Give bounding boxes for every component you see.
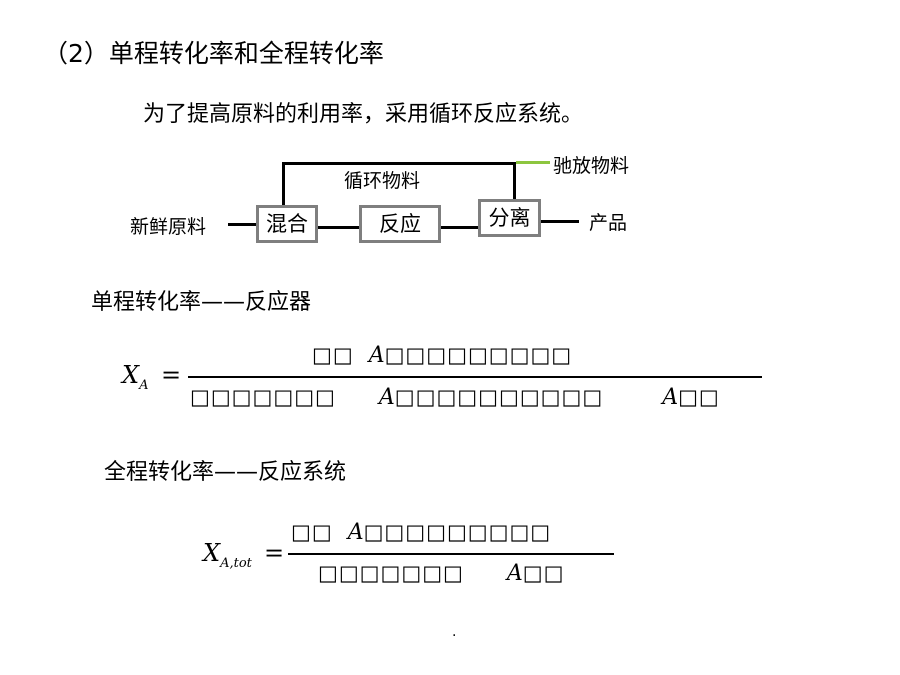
separate-box-label: 分离 (488, 206, 531, 230)
single-pass-label: 单程转化率——反应器 (91, 290, 312, 315)
intro-text: 为了提高原料的利用率，采用循环反应系统。 (143, 102, 584, 127)
feed-label: 新鲜原料 (130, 216, 207, 238)
product-line (541, 220, 579, 223)
den-variable2: A (662, 385, 679, 410)
react-box-label: 反应 (379, 212, 421, 236)
recycle-line-right (513, 162, 516, 200)
overall-fraction-bar (288, 553, 614, 555)
num-prefix: □□ (312, 343, 354, 367)
mix-to-react-line (318, 226, 360, 229)
mix-box-label: 混合 (266, 212, 308, 236)
recycle-label: 循环物料 (344, 170, 421, 192)
lhs-subscript: A (139, 378, 149, 393)
den-part1: □□□□□□□ (190, 385, 336, 409)
single-pass-denominator: □□□□□□□ A□□□□□□□□□□ A□□ (190, 385, 720, 410)
overall-equals: = (264, 539, 285, 567)
lhs-subscript: A,tot (220, 556, 252, 571)
num-prefix: □□ (291, 520, 333, 544)
purge-line (516, 161, 550, 164)
recycle-line-left (282, 162, 285, 206)
separate-box: 分离 (478, 199, 541, 237)
react-box: 反应 (359, 205, 441, 243)
num-suffix: □□□□□□□□□ (384, 343, 573, 367)
num-suffix: □□□□□□□□□ (363, 520, 552, 544)
purge-label: 驰放物料 (553, 155, 630, 177)
overall-label: 全程转化率——反应系统 (104, 460, 347, 485)
num-variable: A (347, 520, 364, 545)
single-pass-equals: = (161, 361, 182, 389)
single-pass-fraction-bar (188, 376, 762, 378)
overall-denominator: □□□□□□□ A□□ (318, 561, 564, 586)
single-pass-lhs: XA (122, 361, 148, 393)
den-variable1: A (378, 385, 395, 410)
section-heading: （2）单程转化率和全程转化率 (43, 39, 384, 68)
den-part3: □□ (678, 385, 720, 409)
recycle-line-top (282, 162, 516, 165)
den-variable1: A (506, 561, 523, 586)
num-variable: A (368, 343, 385, 368)
react-to-sep-line (440, 226, 478, 229)
den-part2: □□ (522, 561, 565, 585)
single-pass-numerator: □□ A□□□□□□□□□ (312, 343, 572, 368)
overall-lhs: XA,tot (203, 539, 252, 571)
lhs-variable: X (122, 361, 140, 389)
footer-dot: . (452, 624, 457, 640)
feed-line (228, 223, 258, 226)
mix-box: 混合 (256, 205, 318, 243)
den-part2: □□□□□□□□□□ (394, 385, 604, 409)
lhs-variable: X (203, 539, 221, 567)
product-label: 产品 (589, 212, 628, 234)
overall-numerator: □□ A□□□□□□□□□ (291, 520, 551, 545)
den-part1: □□□□□□□ (318, 561, 464, 585)
